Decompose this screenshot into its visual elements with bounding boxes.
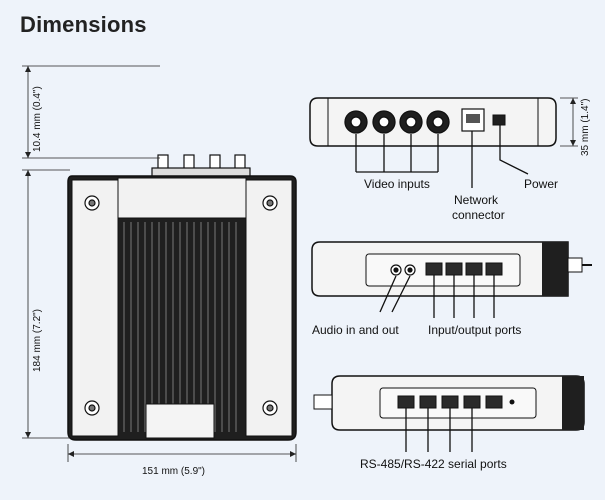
power-connector (492, 114, 506, 126)
label-serial-ports: RS-485/RS-422 serial ports (360, 457, 507, 471)
dimension-height-side: 184 mm (7.2") (32, 309, 43, 372)
label-network-line1: Network (454, 193, 499, 207)
page-title: Dimensions (20, 12, 147, 37)
dimension-lines-left (22, 65, 297, 462)
serial-port-terminals (397, 395, 503, 409)
dimension-depth-right: 35 mm (1.4") (580, 99, 591, 156)
side-view-serial (313, 375, 585, 431)
dimension-arrows-right (570, 98, 576, 146)
side-view-io (311, 241, 592, 297)
dimension-width-bottom: 151 mm (5.9") (142, 466, 205, 477)
serial-leaders (405, 408, 473, 452)
label-power: Power (524, 177, 558, 191)
audio-jacks (390, 264, 416, 276)
label-network-line2: connector (452, 208, 505, 222)
label-audio: Audio in and out (312, 323, 399, 337)
dimension-height-front: 10.4 mm (0.4") (32, 86, 43, 152)
label-video-inputs: Video inputs (364, 177, 430, 191)
heatsink-fins (123, 222, 237, 432)
mounting-screws (84, 195, 278, 416)
dimension-lines-right (560, 97, 578, 147)
bnc-connectors-top (151, 154, 251, 179)
top-view-body (67, 175, 297, 441)
front-leaders (355, 125, 529, 188)
io-leaders (379, 275, 495, 318)
video-input-connectors (344, 110, 450, 134)
dimension-arrows-left (25, 66, 296, 457)
top-view (67, 154, 297, 441)
label-io-ports: Input/output ports (428, 323, 521, 337)
front-view (309, 97, 557, 147)
